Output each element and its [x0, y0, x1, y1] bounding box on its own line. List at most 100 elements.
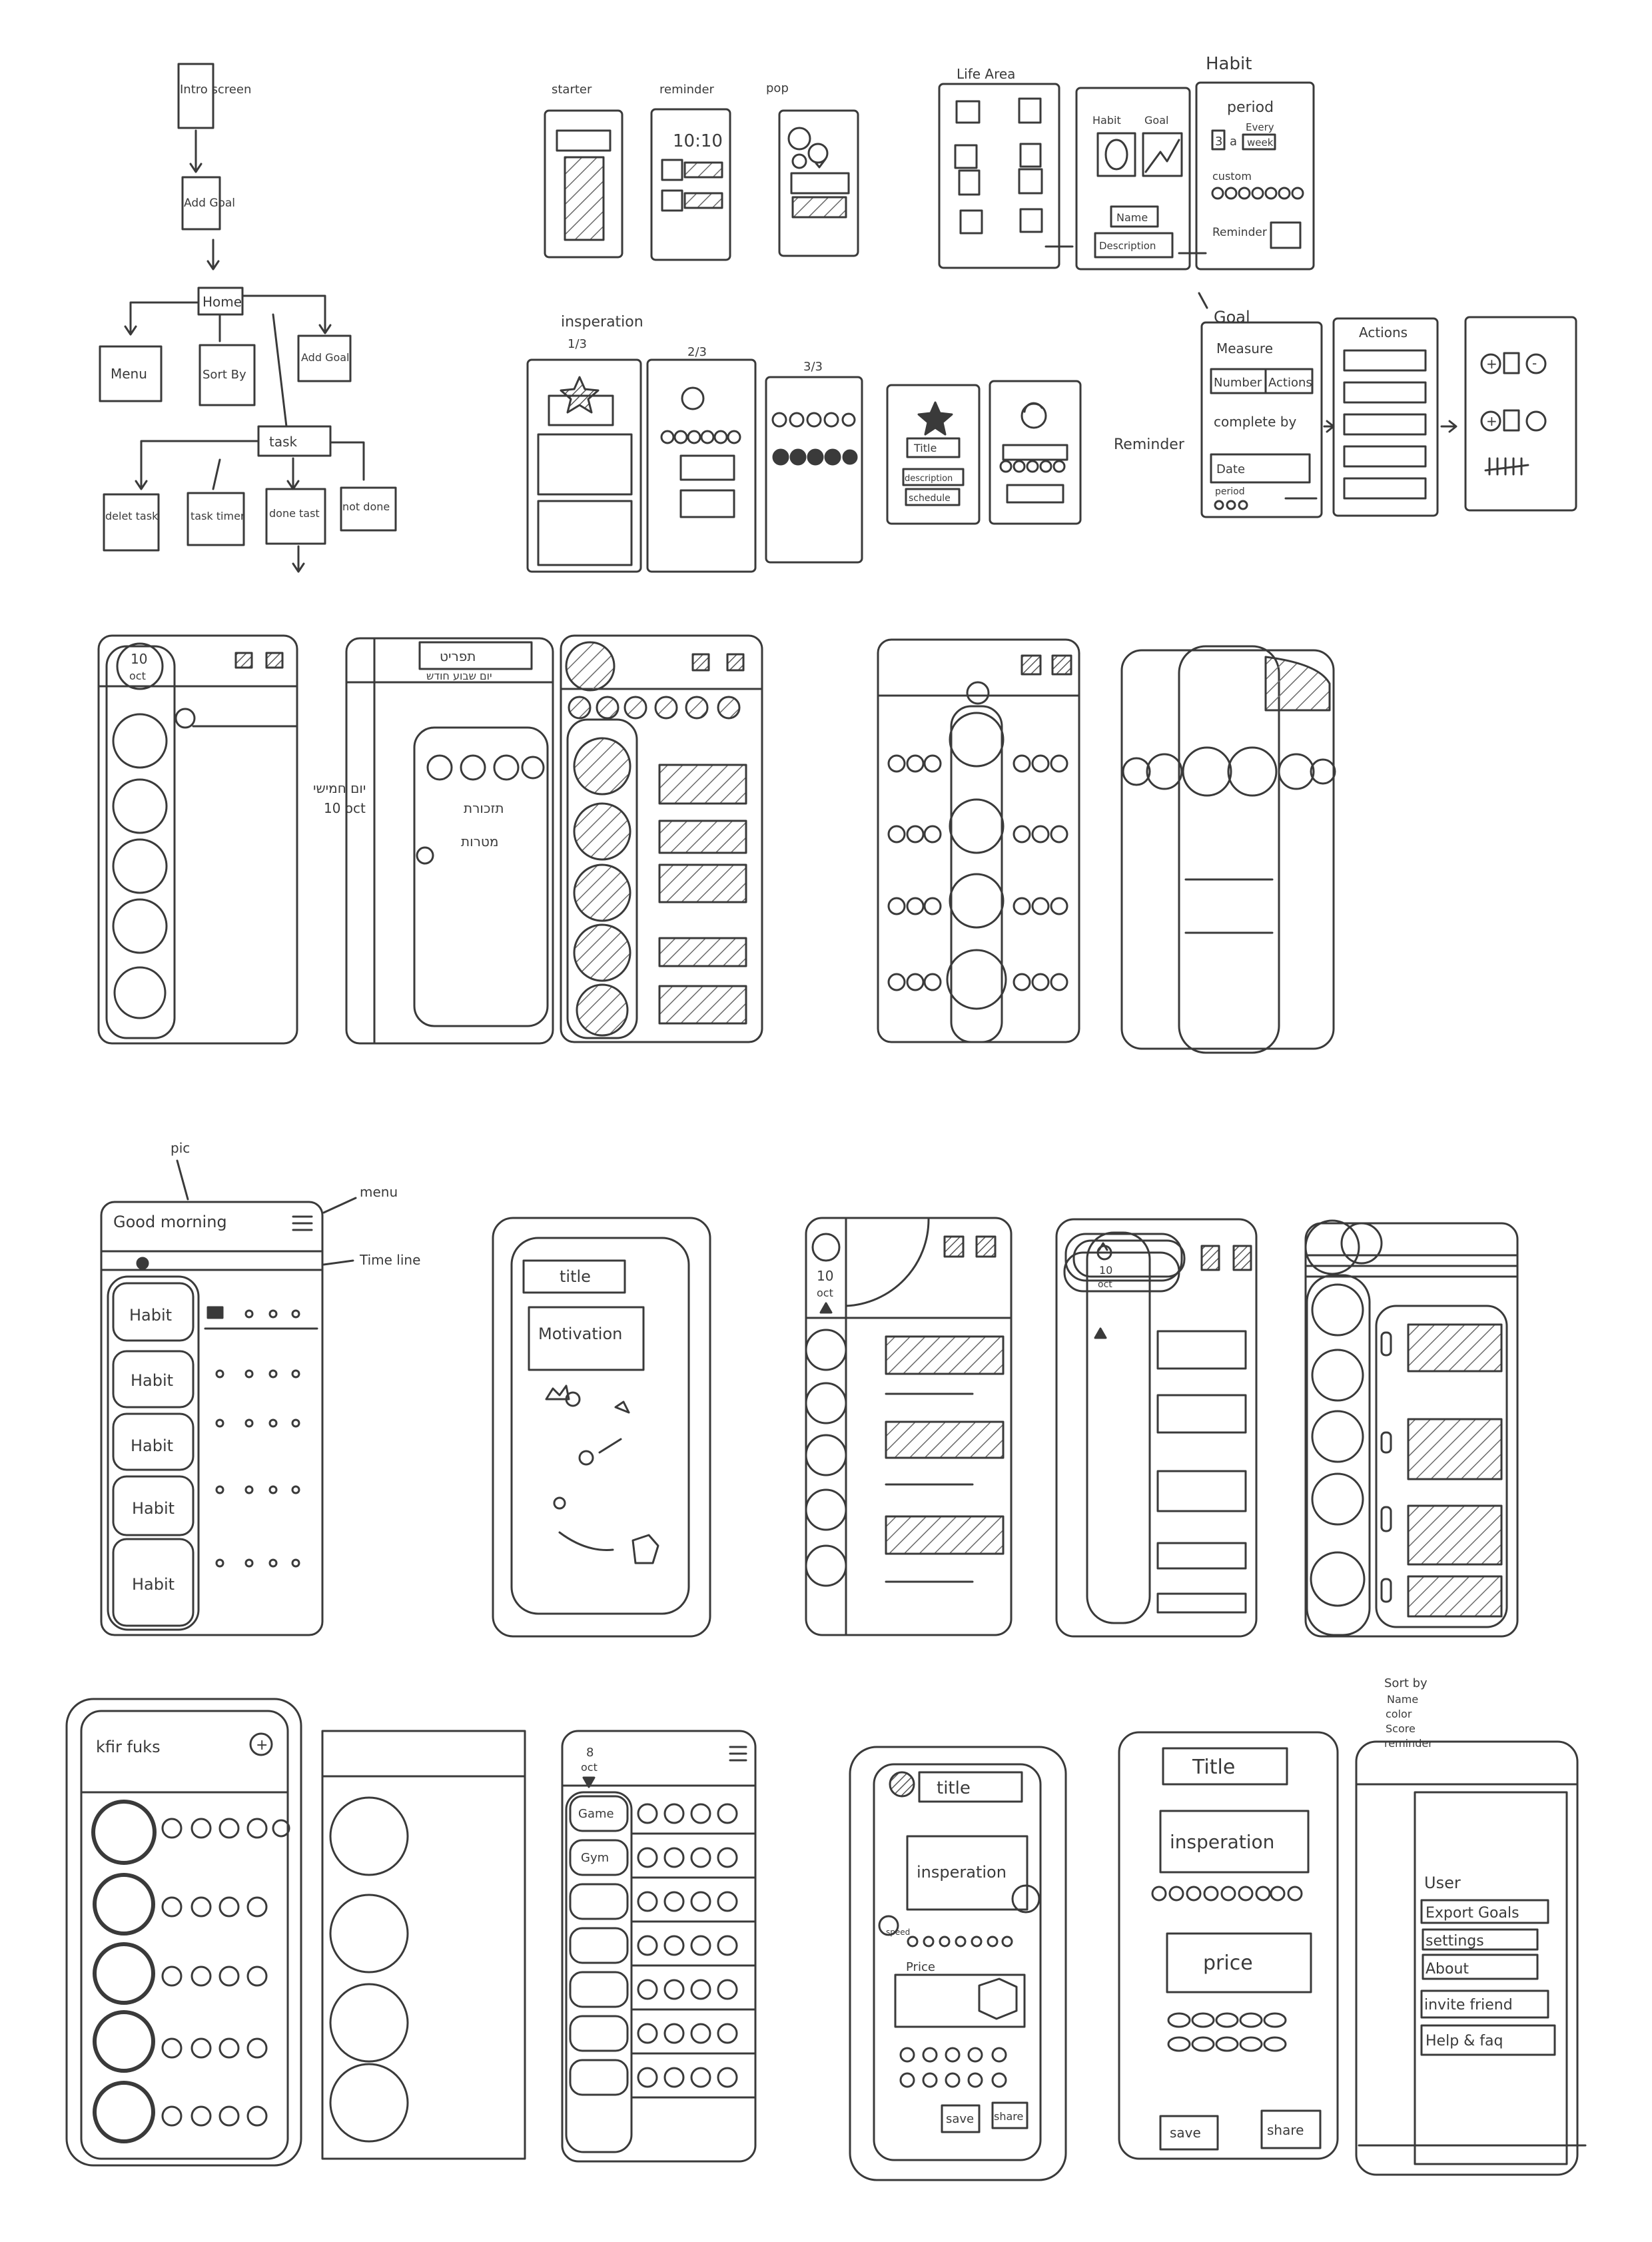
label-actions-header: Actions: [1359, 324, 1408, 340]
r3-menu: menu: [360, 1184, 398, 1200]
label-habit-header: Habit: [1206, 54, 1252, 74]
r4-inspiration: insperation: [917, 1863, 1007, 1882]
r4-menu-export: Export Goals: [1426, 1905, 1519, 1922]
r4-habit-gym: Gym: [581, 1851, 609, 1865]
r2-hebrew-sub: יום שבוע חודש: [426, 670, 492, 682]
label-period: period: [1227, 99, 1274, 116]
label-week: week: [1247, 137, 1274, 149]
reminder-time: 10:10: [673, 131, 723, 151]
r4b-title: Title: [1192, 1756, 1235, 1779]
r4-title: title: [937, 1778, 971, 1798]
r3-greeting: Good morning: [113, 1213, 227, 1231]
flow-done-task: done tast: [269, 507, 320, 520]
r2-note-2: 10 oct: [324, 800, 366, 816]
label-reminder-3: Reminder: [1114, 436, 1185, 453]
label-goal: Goal: [1144, 114, 1168, 127]
label-step3: 3/3: [803, 360, 823, 374]
label-title: Title: [913, 442, 937, 454]
r4b-save: save: [1170, 2125, 1201, 2141]
period-num: 3: [1215, 135, 1222, 149]
r4-share: share: [994, 2110, 1023, 2123]
r3-habit-4: Habit: [132, 1499, 175, 1518]
label-reminder-2: Reminder: [1212, 226, 1267, 239]
r4-sort-name: Name: [1387, 1693, 1418, 1706]
r4-date-month: oct: [581, 1761, 598, 1774]
flow-add-goal-2: Add Goal: [301, 351, 350, 364]
label-actions: Actions: [1268, 376, 1312, 390]
flow-task-timer: task timer: [191, 510, 245, 522]
svg-text:10: 10: [1099, 1264, 1112, 1277]
r4b-inspiration: insperation: [1170, 1831, 1274, 1853]
r4-menu-invite: invite friend: [1424, 1997, 1513, 2013]
svg-text:+: +: [1486, 413, 1497, 429]
label-number: Number: [1214, 376, 1262, 390]
label-schedule: schedule: [909, 493, 951, 504]
r3-date-month: oct: [817, 1287, 833, 1299]
flowchart: Intro screen Add Goal Home Menu Sort By …: [99, 63, 397, 573]
label-life-area: Life Area: [957, 66, 1015, 82]
label-every: Every: [1246, 121, 1274, 133]
r4-menu-settings: settings: [1426, 1933, 1484, 1950]
flow-not-done: not done: [342, 500, 390, 513]
r4b-share: share: [1267, 2122, 1304, 2138]
r4-habit-game: Game: [578, 1807, 614, 1821]
r4-user-name: kfir fuks: [96, 1738, 161, 1756]
label-reminder: reminder: [659, 83, 715, 97]
r4-sort-reminder: reminder: [1384, 1737, 1433, 1750]
r3-habit-2: Habit: [131, 1371, 173, 1390]
label-habit: Habit: [1092, 114, 1121, 127]
r3-habit-3: Habit: [131, 1436, 173, 1455]
label-pop: pop: [766, 81, 789, 95]
flow-task: task: [269, 434, 298, 450]
label-name: Name: [1116, 211, 1148, 224]
habit-flow: Life Area Habit Goal Name Description Ha…: [938, 54, 1315, 271]
r4-sort-by: Sort by: [1384, 1676, 1428, 1690]
flow-delete-task: delet task: [105, 510, 159, 522]
r2-hebrew-header: תפריט: [440, 648, 476, 664]
label-step1: 1/3: [568, 337, 587, 351]
svg-text:+: +: [256, 1737, 268, 1754]
r2-hebrew-center-1: תזכורת: [464, 800, 504, 816]
r4-price: Price: [906, 1960, 935, 1974]
r4-menu-user: User: [1424, 1874, 1461, 1892]
r4b-price: price: [1203, 1952, 1253, 1975]
r3-time-line: Time line: [359, 1252, 420, 1268]
label-description-2: description: [905, 474, 953, 484]
svg-text:-: -: [1532, 355, 1537, 371]
r4-save: save: [946, 2112, 974, 2126]
period-a: a: [1230, 135, 1237, 149]
goal-flow: Goal Measure Number Actions complete by …: [1198, 292, 1577, 518]
label-goal-header: Goal: [1214, 308, 1250, 326]
flow-home: Home: [203, 294, 242, 310]
r3-habit-1: Habit: [129, 1306, 172, 1325]
r2-date-month: oct: [129, 670, 146, 682]
row3-screens: pic Good morning menu Time line Habit Ha…: [100, 1140, 1519, 1638]
label-starter: starter: [552, 83, 592, 97]
flow-add-goal: Add Goal: [184, 197, 235, 210]
r4-menu-about: About: [1426, 1961, 1469, 1977]
row2-home-variants: 10 oct יום חמישי 10 oct תפריט יום שבוע ח…: [97, 634, 1336, 1054]
r2-hebrew-center-2: מטרות: [461, 834, 498, 849]
r4-date-num: 8: [586, 1746, 594, 1760]
label-step2: 2/3: [687, 345, 707, 359]
r3-pic: pic: [171, 1140, 190, 1156]
label-custom: custom: [1212, 170, 1252, 183]
onboarding-screens: starter reminder 10:10 pop: [544, 81, 859, 261]
r3-date-num: 10: [817, 1268, 833, 1284]
flow-intro: Intro screen: [180, 83, 251, 97]
label-measure: Measure: [1216, 340, 1273, 356]
r3-habit-5: Habit: [132, 1575, 175, 1594]
r2-note-1: יום חמישי: [313, 780, 366, 796]
label-inspiration: insperation: [561, 314, 643, 330]
r4-sort-score: Score: [1386, 1722, 1416, 1735]
svg-text:oct: oct: [1098, 1279, 1112, 1290]
r4-sort-color: color: [1386, 1708, 1412, 1720]
flow-sort-by: Sort By: [203, 368, 246, 382]
svg-text:+: +: [1486, 356, 1497, 372]
label-date: Date: [1216, 462, 1245, 476]
r2-date-num: 10: [131, 651, 147, 667]
r4-menu-help: Help & faq: [1426, 2033, 1503, 2049]
r4-speed: speed: [886, 1928, 910, 1937]
label-period-2: period: [1215, 486, 1245, 497]
